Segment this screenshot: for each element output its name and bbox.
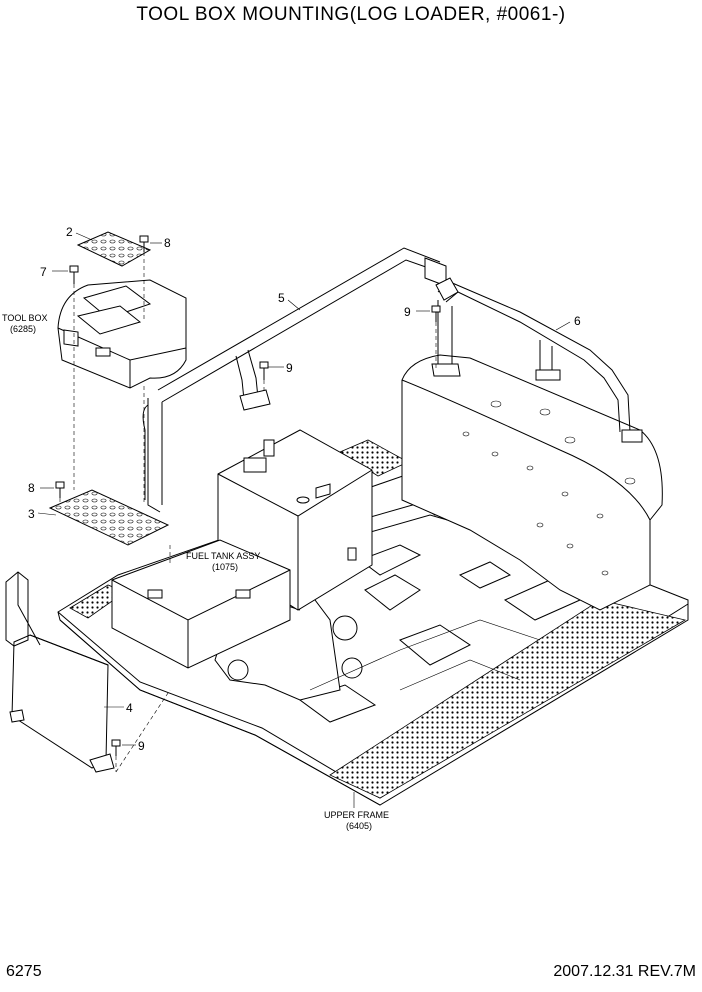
step-plate-3 — [48, 489, 170, 546]
leader-lines — [37, 232, 571, 808]
callout-3: 3 — [28, 507, 35, 521]
counterweight — [401, 354, 663, 611]
tool-box-ref: (6285) — [10, 324, 36, 334]
bolt-7 — [69, 265, 79, 284]
upper-frame-label: UPPER FRAME — [324, 810, 389, 820]
step-plate-2 — [76, 231, 152, 267]
page-number: 6275 — [6, 963, 42, 980]
revision-date: 2007.12.31 REV.7M — [553, 963, 696, 980]
bolt-8-top — [139, 235, 149, 252]
callout-8-top: 8 — [164, 236, 171, 250]
callout-9-rail5: 9 — [286, 361, 293, 375]
upper-frame-ref: (6405) — [346, 821, 372, 831]
bolt-8-step3 — [55, 481, 65, 498]
callout-5: 5 — [278, 291, 285, 305]
bolt-9-rail6 — [431, 305, 441, 322]
callout-4: 4 — [126, 701, 133, 715]
fuel-tank-label: FUEL TANK ASSY — [186, 551, 260, 561]
callout-6: 6 — [574, 314, 581, 328]
bolt-9-cover — [111, 739, 121, 756]
bolts — [55, 235, 441, 756]
callout-9-cover: 9 — [138, 739, 145, 753]
callout-7: 7 — [40, 265, 47, 279]
callout-9-rail6: 9 — [404, 305, 411, 319]
fuel-tank — [111, 429, 373, 669]
fuel-tank-ref: (1075) — [212, 562, 238, 572]
bolt-9-rail5 — [259, 361, 269, 380]
tool-box — [57, 279, 187, 389]
callout-2: 2 — [66, 225, 73, 239]
handrail-6 — [431, 277, 643, 443]
callout-8-step3: 8 — [28, 481, 35, 495]
tool-box-label: TOOL BOX — [2, 313, 48, 323]
cover-4 — [5, 571, 115, 773]
right-step-plate — [329, 599, 687, 799]
page-title: TOOL BOX MOUNTING(LOG LOADER, #0061-) — [136, 4, 566, 25]
handrail-5 — [142, 247, 447, 513]
